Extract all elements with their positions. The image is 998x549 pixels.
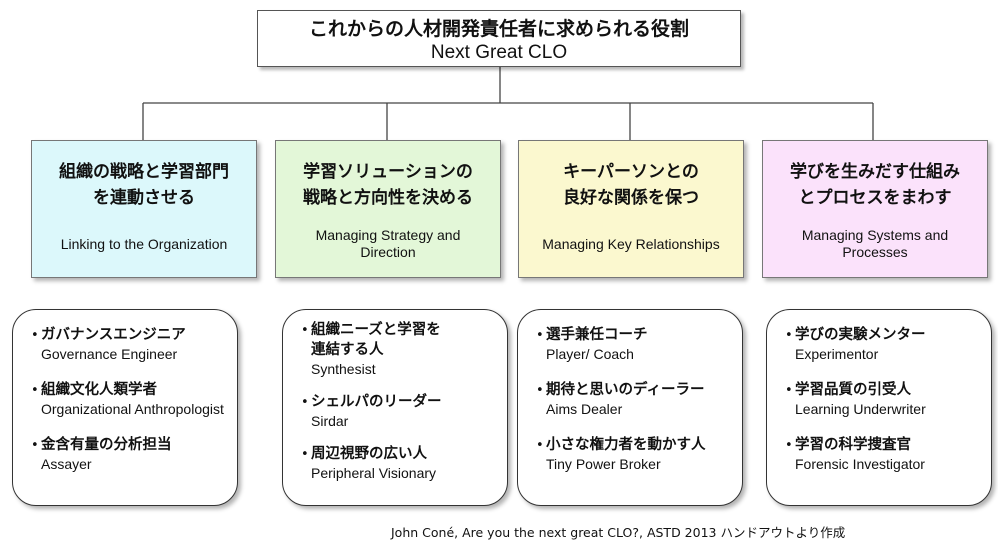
persona-item: • シェルパのリーダー Sirdar — [301, 392, 499, 430]
bullet-icon: • — [536, 328, 544, 343]
persona-jp: 金含有量の分析担当 — [41, 437, 172, 453]
bullet-icon: • — [31, 383, 39, 398]
role-title-en: Managing Key Relationships — [542, 235, 720, 252]
diagram-subtitle: Next Great CLO — [430, 42, 568, 63]
role-box-strategy: 学習ソリューションの 戦略と方向性を決める Managing Strategy … — [275, 140, 501, 278]
bullet-icon: • — [785, 438, 793, 453]
persona-item: • ガバナンスエンジニア Governance Engineer — [31, 325, 229, 363]
persona-en: Peripheral Visionary — [311, 465, 437, 481]
persona-item: • 学習の科学捜査官 Forensic Investigator — [785, 435, 983, 473]
bullet-icon: • — [31, 328, 39, 343]
persona-item: • 学びの実験メンター Experimentor — [785, 325, 983, 363]
persona-en: Sirdar — [311, 413, 349, 429]
bullet-icon: • — [301, 395, 309, 410]
persona-list: • 選手兼任コーチ Player/ Coach • 期待と思いのディーラー Ai… — [518, 310, 742, 473]
persona-jp: 組織文化人類学者 — [41, 382, 157, 398]
persona-en: Learning Underwriter — [795, 401, 926, 417]
persona-box-systems: • 学びの実験メンター Experimentor • 学習品質の引受人 Lear… — [766, 309, 992, 506]
persona-item: • 小さな権力者を動かす人 Tiny Power Broker — [536, 435, 734, 473]
persona-jp: 小さな権力者を動かす人 — [546, 437, 706, 453]
role-box-linking: 組織の戦略と学習部門 を連動させる Linking to the Organiz… — [31, 140, 257, 278]
source-citation: John Coné, Are you the next great CLO?, … — [391, 525, 846, 540]
role-box-systems: 学びを生みだす仕組み とプロセスをまわす Managing Systems an… — [762, 140, 988, 278]
persona-item: • 学習品質の引受人 Learning Underwriter — [785, 380, 983, 418]
persona-item: • 期待と思いのディーラー Aims Dealer — [536, 380, 734, 418]
persona-jp: 選手兼任コーチ — [546, 327, 648, 343]
persona-list: • ガバナンスエンジニア Governance Engineer • 組織文化人… — [13, 310, 237, 473]
persona-en: Forensic Investigator — [795, 456, 925, 472]
persona-jp: 周辺視野の広い人 — [311, 446, 427, 462]
persona-jp: 期待と思いのディーラー — [546, 382, 705, 398]
persona-en: Governance Engineer — [41, 346, 178, 362]
diagram-title: これからの人材開発責任者に求められる役割 — [308, 18, 689, 40]
persona-jp: ガバナンスエンジニア — [41, 327, 186, 343]
role-title-jp: 学びを生みだす仕組み とプロセスをまわす — [790, 162, 960, 208]
persona-item: • 組織文化人類学者 Organizational Anthropologist — [31, 380, 229, 418]
persona-jp: 組織ニーズと学習を 連結する人 — [311, 322, 441, 358]
role-title-en: Managing Strategy and Direction — [315, 227, 461, 260]
persona-item: • 選手兼任コーチ Player/ Coach — [536, 325, 734, 363]
persona-item: • 金含有量の分析担当 Assayer — [31, 435, 229, 473]
persona-en: Tiny Power Broker — [546, 456, 661, 472]
persona-box-linking: • ガバナンスエンジニア Governance Engineer • 組織文化人… — [12, 309, 238, 506]
persona-item: • 周辺視野の広い人 Peripheral Visionary — [301, 444, 499, 482]
bullet-icon: • — [536, 438, 544, 453]
persona-jp: 学習の科学捜査官 — [795, 437, 911, 453]
persona-en: Aims Dealer — [546, 401, 623, 417]
bullet-icon: • — [301, 323, 309, 338]
persona-en: Assayer — [41, 456, 92, 472]
persona-jp: 学習品質の引受人 — [795, 382, 911, 398]
persona-en: Synthesist — [311, 361, 376, 377]
persona-jp: 学びの実験メンター — [795, 327, 926, 343]
bullet-icon: • — [785, 328, 793, 343]
root-box: これからの人材開発責任者に求められる役割 Next Great CLO — [257, 10, 741, 67]
persona-en: Player/ Coach — [546, 346, 634, 362]
persona-list: • 学びの実験メンター Experimentor • 学習品質の引受人 Lear… — [767, 310, 991, 473]
bullet-icon: • — [536, 383, 544, 398]
persona-box-strategy: • 組織ニーズと学習を 連結する人 Synthesist • シェルパのリーダー… — [282, 309, 508, 506]
role-title-en: Linking to the Organization — [60, 235, 228, 252]
persona-en: Experimentor — [795, 346, 879, 362]
persona-jp: シェルパのリーダー — [311, 394, 442, 410]
persona-en: Organizational Anthropologist — [41, 401, 224, 417]
role-title-jp: キーパーソンとの 良好な関係を保つ — [563, 162, 699, 208]
bullet-icon: • — [31, 438, 39, 453]
role-box-relationships: キーパーソンとの 良好な関係を保つ Managing Key Relations… — [518, 140, 744, 278]
persona-box-relationships: • 選手兼任コーチ Player/ Coach • 期待と思いのディーラー Ai… — [517, 309, 743, 506]
persona-list: • 組織ニーズと学習を 連結する人 Synthesist • シェルパのリーダー… — [283, 310, 507, 482]
persona-item: • 組織ニーズと学習を 連結する人 Synthesist — [301, 320, 499, 378]
role-title-jp: 学習ソリューションの 戦略と方向性を決める — [303, 162, 473, 208]
role-title-en: Managing Systems and Processes — [801, 227, 949, 260]
role-title-jp: 組織の戦略と学習部門 を連動させる — [59, 162, 229, 208]
bullet-icon: • — [785, 383, 793, 398]
bullet-icon: • — [301, 447, 309, 462]
